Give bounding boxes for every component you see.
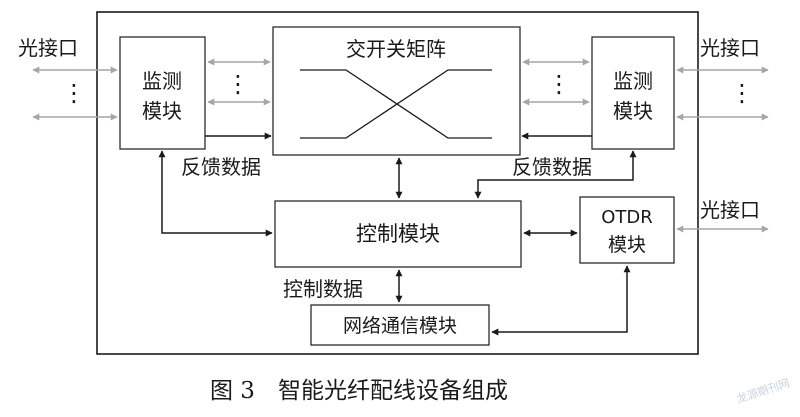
- control-data-label: 控制数据: [283, 277, 363, 301]
- device-frame: [96, 11, 699, 355]
- ellipsis-right-port: ⋮: [730, 79, 754, 107]
- monitor-right-label-2: 模块: [613, 99, 653, 123]
- monitor-module-left: [119, 36, 206, 150]
- otdr-module: [579, 196, 675, 264]
- ellipsis-left-port: ⋮: [62, 79, 86, 107]
- monitor-right-control-link: [474, 150, 637, 199]
- otdr-network-link: [491, 265, 631, 336]
- figure-caption: 图 3 智能光纤配线设备组成: [210, 378, 508, 404]
- watermark: 龙源期刊网: [735, 376, 792, 406]
- optical-port-label-right-mid: 光接口: [700, 198, 760, 222]
- ellipsis-right-link: ⋮: [547, 70, 571, 98]
- monitor-left-label-1: 监测: [142, 69, 182, 93]
- control-module: [274, 200, 522, 268]
- feedback-data-label-left: 反馈数据: [181, 155, 261, 179]
- network-module: [310, 304, 490, 346]
- monitor-right-label-1: 监测: [613, 69, 653, 93]
- otdr-label-1: OTDR: [601, 207, 653, 228]
- optical-port-label-left: 光接口: [18, 36, 78, 60]
- ellipsis-left-link: ⋮: [226, 70, 250, 98]
- optical-port-label-right-top: 光接口: [700, 36, 760, 60]
- switch-matrix: [272, 26, 521, 156]
- switch-path-2: [300, 69, 492, 139]
- monitor-left-label-2: 模块: [142, 99, 182, 123]
- control-module-label: 控制模块: [356, 222, 440, 246]
- switch-matrix-title: 交开关矩阵: [346, 37, 446, 61]
- feedback-data-label-right: 反馈数据: [512, 155, 592, 179]
- monitor-left-control-link: [158, 150, 273, 237]
- otdr-label-2: 模块: [608, 234, 646, 256]
- monitor-module-right: [591, 36, 675, 150]
- network-module-label: 网络通信模块: [343, 315, 457, 337]
